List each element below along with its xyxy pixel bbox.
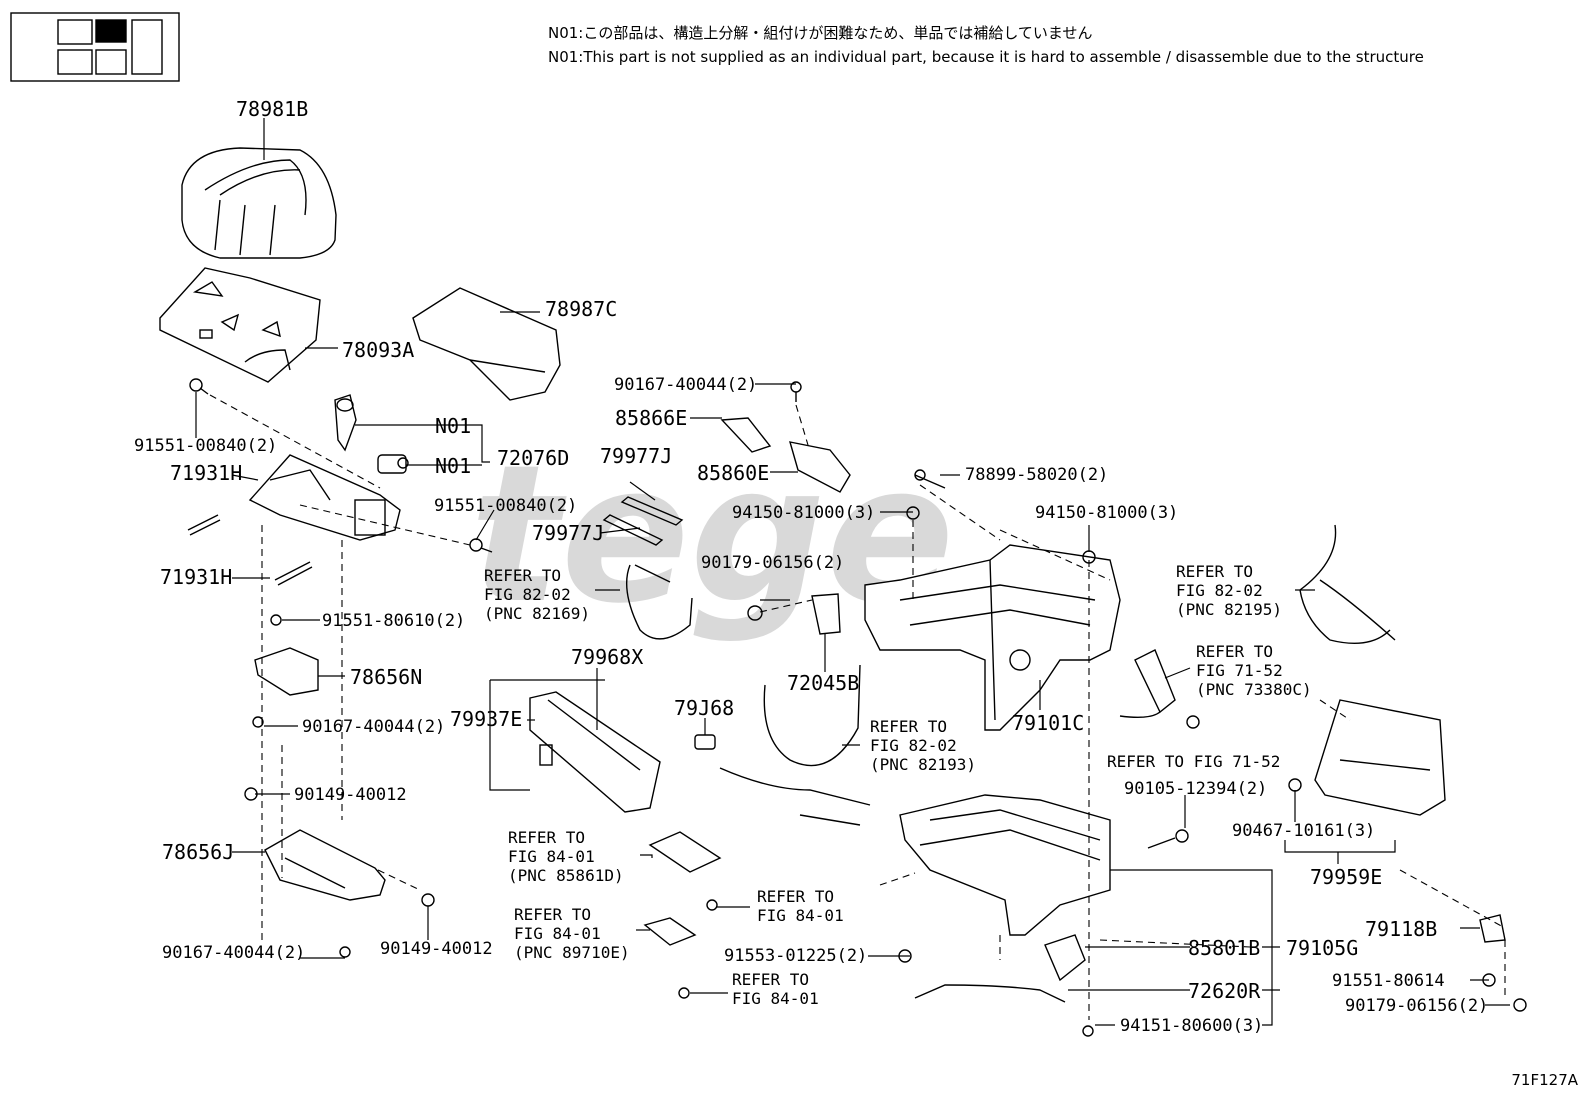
- label-78987C[interactable]: 78987C: [545, 297, 618, 321]
- label-90179-06156-a[interactable]: 90179-06156(2): [701, 553, 845, 573]
- label-90149-40012-b[interactable]: 90149-40012: [380, 939, 493, 959]
- ref-fig-84-01-b[interactable]: REFER TO FIG 84-01: [732, 970, 819, 1008]
- seat-position-icon: [10, 12, 180, 82]
- label-85866E[interactable]: 85866E: [615, 406, 688, 430]
- note-n01-english: N01:This part is not supplied as an indi…: [548, 48, 1424, 66]
- bracket-79118B: [1479, 914, 1506, 943]
- wire-harness-82195: [1299, 524, 1396, 645]
- label-79101C[interactable]: 79101C: [1012, 711, 1085, 735]
- console-lid-cover-78987C: [412, 287, 561, 401]
- hinge-assembly-71931H: [187, 454, 401, 586]
- label-79J68[interactable]: 79J68: [674, 696, 735, 720]
- console-panel-79968X: [529, 691, 661, 813]
- label-71931H-b[interactable]: 71931H: [160, 565, 233, 589]
- label-91551-00840-a[interactable]: 91551-00840(2): [134, 436, 278, 456]
- label-79977J-b[interactable]: 79977J: [532, 521, 605, 545]
- bracket-78656J: [264, 829, 386, 901]
- label-n01-a: N01: [435, 414, 472, 438]
- figure-code: 71F127A: [1511, 1071, 1578, 1089]
- clip-79J68: [694, 734, 716, 750]
- label-90167-40044-mid[interactable]: 90167-40044(2): [302, 717, 446, 737]
- lower-frame-79105G: [899, 794, 1111, 936]
- tape-strips-79977J: [602, 496, 684, 546]
- ref-fig-84-01-pnc-89710E[interactable]: REFER TO FIG 84-01 (PNC 89710E): [514, 905, 630, 962]
- motor-72045B: [811, 593, 841, 635]
- seat-map-frame: [10, 12, 180, 82]
- leader-lines: [195, 118, 1510, 1026]
- label-91551-00840-b[interactable]: 91551-00840(2): [434, 496, 578, 516]
- label-72045B[interactable]: 72045B: [787, 671, 860, 695]
- bracket-85866E-85860E: [720, 417, 851, 493]
- label-78981B[interactable]: 78981B: [236, 97, 309, 121]
- label-72076D[interactable]: 72076D: [497, 446, 570, 470]
- wire-harness-82193: [719, 664, 871, 826]
- seat-left-rear: [57, 49, 93, 75]
- label-90149-40012-a[interactable]: 90149-40012: [294, 785, 407, 805]
- ref-fig-71-52-pnc-73380C[interactable]: REFER TO FIG 71-52 (PNC 73380C): [1196, 642, 1312, 699]
- note-n01-japanese: N01:この部品は、構造上分解・組付けが困難なため、単品では補給していません: [548, 24, 1093, 42]
- label-91553-01225[interactable]: 91553-01225(2): [724, 946, 868, 966]
- armrest-cushion-78981B: [181, 147, 337, 259]
- label-90179-06156-b[interactable]: 90179-06156(2): [1345, 996, 1489, 1016]
- seat-driver-highlight: [95, 19, 127, 43]
- ref-fig-82-02-pnc-82193[interactable]: REFER TO FIG 82-02 (PNC 82193): [870, 717, 976, 774]
- label-94150-81000-b[interactable]: 94150-81000(3): [1035, 503, 1179, 523]
- sensor-85801B: [1044, 934, 1086, 982]
- seat-left-front: [57, 19, 93, 45]
- label-79937E[interactable]: 79937E: [450, 707, 523, 731]
- label-85801B[interactable]: 85801B: [1188, 936, 1261, 960]
- label-n01-b: N01: [435, 454, 472, 478]
- ref-fig-82-02-pnc-82195[interactable]: REFER TO FIG 82-02 (PNC 82195): [1176, 562, 1282, 619]
- label-79118B[interactable]: 79118B: [1365, 917, 1438, 941]
- label-90167-40044-bot[interactable]: 90167-40044(2): [162, 943, 306, 963]
- wire-harness-82169: [625, 564, 693, 640]
- label-79959E[interactable]: 79959E: [1310, 865, 1383, 889]
- ref-fig-84-01-a[interactable]: REFER TO FIG 84-01: [757, 887, 844, 925]
- ref-fig-82-02-pnc-82169[interactable]: REFER TO FIG 82-02 (PNC 82169): [484, 566, 590, 623]
- cover-79959E: [1314, 699, 1446, 816]
- label-79977J-a[interactable]: 79977J: [600, 444, 673, 468]
- seat-center-rear: [95, 49, 127, 75]
- dashed-alignment-lines: [209, 394, 1506, 1020]
- ref-fig-71-52[interactable]: REFER TO FIG 71-52: [1107, 752, 1281, 771]
- label-78656N[interactable]: 78656N: [350, 665, 423, 689]
- seat-belt-buckle-73380C: [1119, 649, 1176, 719]
- label-90105-12394[interactable]: 90105-12394(2): [1124, 779, 1268, 799]
- console-lid-frame-78093A: [159, 267, 321, 383]
- seat-frame-79101C: [864, 544, 1121, 731]
- label-78656J[interactable]: 78656J: [162, 840, 235, 864]
- seat-right-column: [131, 19, 163, 75]
- lid-lock-72076D: [334, 394, 409, 474]
- label-72620R[interactable]: 72620R: [1188, 979, 1261, 1003]
- label-79105G[interactable]: 79105G: [1286, 936, 1359, 960]
- bracket-78656N: [254, 647, 319, 696]
- ref-fig-84-01-pnc-85861D[interactable]: REFER TO FIG 84-01 (PNC 85861D): [508, 828, 624, 885]
- label-78093A[interactable]: 78093A: [342, 338, 415, 362]
- cable-72620R: [914, 984, 1066, 1003]
- label-90167-40044-top[interactable]: 90167-40044(2): [614, 375, 758, 395]
- label-94151-80600[interactable]: 94151-80600(3): [1120, 1016, 1264, 1036]
- label-91551-80610[interactable]: 91551-80610(2): [322, 611, 466, 631]
- label-79968X[interactable]: 79968X: [571, 645, 644, 669]
- label-85860E[interactable]: 85860E: [697, 461, 770, 485]
- label-78899-58020[interactable]: 78899-58020(2): [965, 465, 1109, 485]
- label-91551-80614[interactable]: 91551-80614: [1332, 971, 1445, 991]
- label-90467-10161[interactable]: 90467-10161(3): [1232, 821, 1376, 841]
- label-71931H-a[interactable]: 71931H: [170, 461, 243, 485]
- label-94150-81000-a[interactable]: 94150-81000(3): [732, 503, 876, 523]
